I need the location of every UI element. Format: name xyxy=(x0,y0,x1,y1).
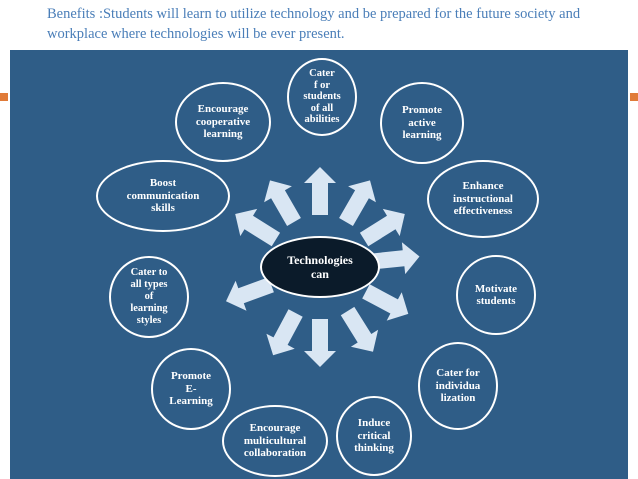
node-motivate-students: Motivate students xyxy=(456,255,536,335)
node-cater-all-abilities: Cater f or students of all abilities xyxy=(287,58,357,136)
node-boost-communication: Boost communication skills xyxy=(96,160,230,232)
node-encourage-multicultural: Encourage multicultural collaboration xyxy=(222,405,328,477)
node-enhance-instructional: Enhance instructional effectiveness xyxy=(427,160,539,238)
right-accent-square xyxy=(630,93,638,101)
node-cater-learning-styles: Cater to all types of learning styles xyxy=(109,256,189,338)
node-encourage-cooperative: Encourage cooperative learning xyxy=(175,82,271,162)
node-cater-individualization: Cater for individua lization xyxy=(418,342,498,430)
benefits-text: Benefits :Students will learn to utilize… xyxy=(47,6,581,42)
node-induce-critical-thinking: Induce critical thinking xyxy=(336,396,412,476)
center-technologies-can: Technologies can xyxy=(260,236,380,298)
left-accent-square xyxy=(0,93,8,101)
node-promote-e-learning: Promote E- Learning xyxy=(151,348,231,430)
node-promote-active-learning: Promote active learning xyxy=(380,82,464,164)
